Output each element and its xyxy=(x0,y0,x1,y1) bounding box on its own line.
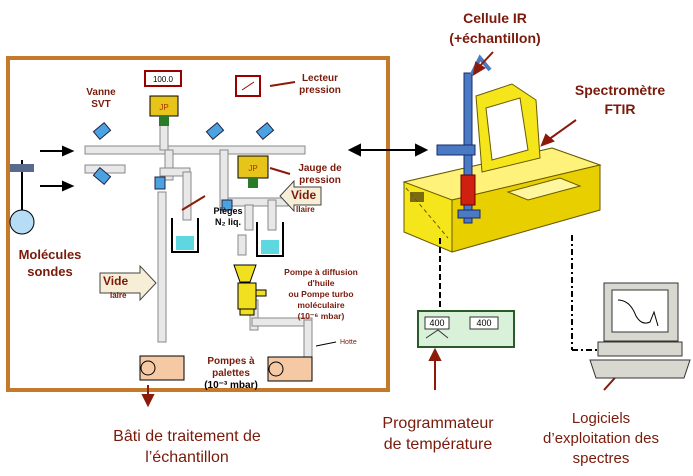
jp-tag-2: JP xyxy=(248,164,257,173)
bati-label-1: Bâti de traitement de xyxy=(113,428,261,445)
molecules-label-1: Molécules xyxy=(19,247,82,262)
input-arrows xyxy=(40,145,75,192)
lecteur-label-2: pression xyxy=(299,85,341,96)
rotary-pumps xyxy=(139,355,313,382)
pompes-pal-label-1: Pompes à xyxy=(207,356,255,367)
link-arrow xyxy=(347,143,429,157)
ftir-spectrometer xyxy=(402,83,602,253)
pressure-display xyxy=(144,70,182,87)
vide1-sup: Iaire xyxy=(110,291,127,300)
pieges-label-2: N₂ liq. xyxy=(215,217,241,227)
cold-traps xyxy=(171,218,284,257)
pompes-pal-label-3: (10⁻³ mbar) xyxy=(204,380,258,391)
bati-frame xyxy=(6,56,390,392)
lecteur-label-1: Lecteur xyxy=(302,73,338,84)
jp-tag-1: JP xyxy=(159,103,168,112)
vanne-label-2: SVT xyxy=(91,99,110,110)
vide2-main: Vide xyxy=(291,188,316,202)
vide2-sup: IIaire xyxy=(296,205,315,214)
jp-connector-2 xyxy=(248,178,258,188)
temperature-programmer xyxy=(417,310,515,348)
jauge-label-2: pression xyxy=(299,175,341,186)
prog-display-right: 400 xyxy=(476,318,491,328)
vanne-label-1: Vanne xyxy=(86,87,116,98)
logiciels-label-3: spectres xyxy=(573,450,630,467)
jauge-label-1: Jauge de xyxy=(298,163,342,174)
ir-cell-label-2: (+échantillon) xyxy=(449,30,540,46)
logiciels-label-2: d’exploitation des xyxy=(543,430,659,447)
bati-label-2: l’échantillon xyxy=(145,449,229,466)
pieges-label-1: Pièges xyxy=(213,206,242,216)
callout-arrows xyxy=(141,51,628,408)
diffusion-pump xyxy=(233,264,267,316)
vide-ii-callout xyxy=(279,179,322,213)
prog-display-left: 400 xyxy=(429,318,444,328)
prog-label-2: de température xyxy=(384,436,493,453)
computer xyxy=(589,282,691,379)
logiciels-label-1: Logiciels xyxy=(572,410,630,427)
pompe-diff-label-5: (10⁻⁶ mbar) xyxy=(298,311,345,321)
spectro-label-1: Spectromètre xyxy=(575,82,665,98)
pompe-diff-label-3: ou Pompe turbo xyxy=(288,289,353,299)
vide1-main: Vide xyxy=(103,274,128,288)
pompe-diff-label-4: moléculaire xyxy=(297,300,345,310)
prog-label-1: Programmateur xyxy=(382,415,494,432)
spectro-label-2: FTIR xyxy=(604,101,635,117)
jp-connector-1 xyxy=(159,116,169,126)
vide-i-callout xyxy=(99,264,157,302)
pointer-arrows xyxy=(181,81,296,211)
ir-cell-label-1: Cellule IR xyxy=(463,10,527,26)
pompe-diff-label-1: Pompe à diffusion xyxy=(284,267,358,277)
pompes-pal-label-2: palettes xyxy=(212,368,250,379)
hotte-label: Hotte xyxy=(340,339,357,346)
molecule-flask xyxy=(9,160,35,235)
ir-cell xyxy=(436,54,492,224)
vanne-svt-valves xyxy=(92,121,275,211)
pompe-diff-label-2: d'huile xyxy=(307,278,334,288)
gauge-readout: 100.0 xyxy=(153,75,174,84)
pipe-network xyxy=(84,104,313,361)
connection-lines xyxy=(405,187,600,351)
molecules-label-2: sondes xyxy=(27,264,73,279)
